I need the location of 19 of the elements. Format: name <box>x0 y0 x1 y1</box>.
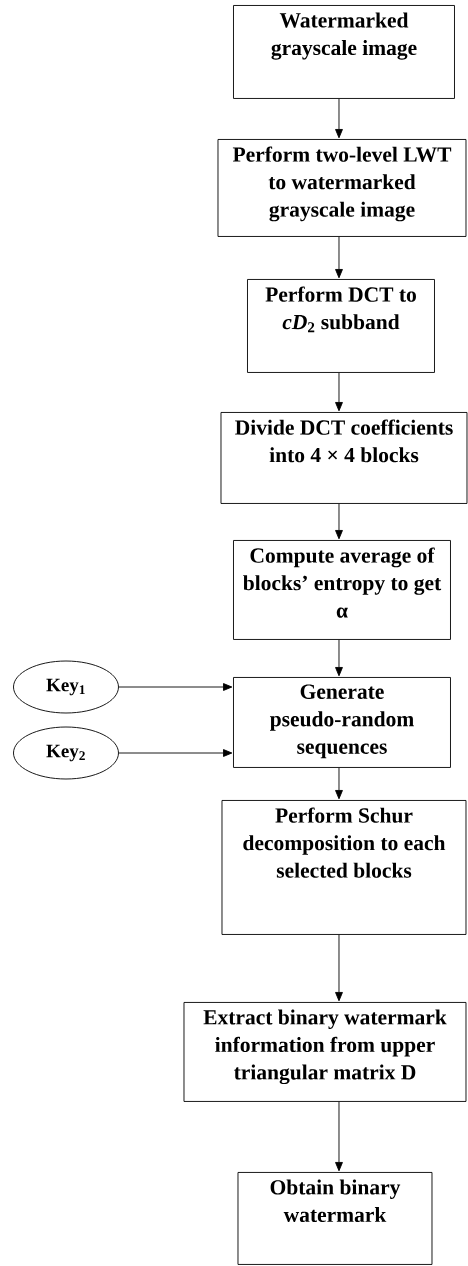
process-box: Perform two-level LWT to watermarked grayscale image <box>217 139 467 237</box>
process-box: Compute average of blocks’ entropy to get α <box>233 540 451 640</box>
process-box: Perform Schur decomposition to each selected blocks <box>221 800 467 935</box>
arrow <box>335 934 343 1002</box>
arrow <box>335 767 343 800</box>
arrow <box>335 372 343 412</box>
arrow <box>118 749 233 757</box>
arrow <box>335 503 343 540</box>
arrow <box>335 1101 343 1172</box>
process-box: Obtain binary watermark <box>237 1172 433 1265</box>
process-box: Extract binary watermark information from upper triangular matrix D <box>183 1002 467 1102</box>
process-box: Watermarked grayscale image <box>233 5 455 99</box>
process-box: Perform DCT to cD$_{2}$ subband <box>247 279 435 373</box>
process-box: Generate pseudo-random sequences <box>233 677 451 768</box>
arrow <box>335 98 343 139</box>
arrow <box>335 236 343 279</box>
arrow <box>118 683 233 691</box>
arrow <box>335 639 343 677</box>
process-box: Divide DCT coefficients into 4 × 4 blocks <box>220 412 468 504</box>
